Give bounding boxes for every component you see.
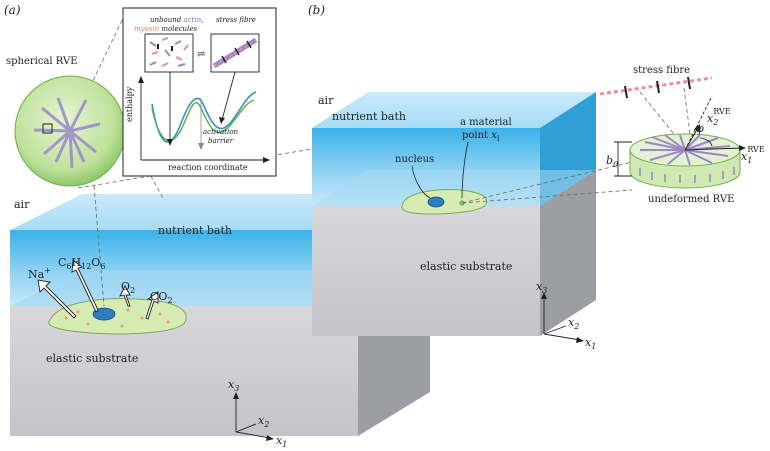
substrate-block-b bbox=[312, 170, 596, 336]
glucose-arrow bbox=[71, 259, 99, 313]
bath-floor-b bbox=[312, 170, 596, 206]
co2-label: CO2 bbox=[150, 290, 173, 305]
phi-label: φ bbox=[696, 122, 704, 135]
inset-frame bbox=[122, 7, 277, 177]
enthalpy-arrowhead bbox=[138, 76, 144, 83]
material-point-label-1: a material bbox=[460, 117, 512, 128]
ion-arrows-a bbox=[37, 259, 159, 320]
phi-arc bbox=[699, 137, 713, 147]
x3-arrowhead-a bbox=[233, 392, 239, 399]
spherical-rve-label: spherical RVE bbox=[6, 56, 78, 67]
nucleus-b bbox=[427, 196, 445, 208]
enthalpy-label: enthalpy bbox=[125, 86, 134, 122]
o2-label: O2 bbox=[121, 280, 135, 295]
x1-label-b: x1 bbox=[585, 336, 596, 351]
equilibrium-symbol: ⇌ bbox=[197, 49, 206, 60]
x3-label-a: x3 bbox=[228, 378, 239, 393]
x2-rve-axis bbox=[684, 127, 699, 151]
stress-fibre-b: stress fibre bbox=[599, 65, 713, 99]
x1-axis-a bbox=[235, 431, 271, 439]
stress-fibre-inset-label: stress fibre bbox=[216, 16, 256, 24]
nucleus-pointer bbox=[411, 165, 431, 199]
nucleus-label: nucleus bbox=[395, 154, 434, 165]
substrate-front-a bbox=[10, 306, 358, 436]
cell-molecules-a bbox=[64, 308, 170, 328]
material-point-pointer bbox=[461, 141, 469, 199]
air-label-b: air bbox=[318, 94, 334, 107]
nutrient-bath-label-b: nutrient bath bbox=[332, 110, 406, 123]
axes-b: x3 x2 x1 bbox=[536, 280, 596, 351]
cell-b bbox=[401, 189, 488, 215]
unbound-label-2: myosin molecules bbox=[134, 25, 197, 33]
energy-inset: unbound actin, myosin molecules stress f… bbox=[122, 7, 277, 177]
spherical-rve: spherical RVE bbox=[6, 56, 126, 187]
panel-b: (b) air nutrient bath elastic substrate … bbox=[308, 3, 765, 351]
na-label: Na+ bbox=[28, 266, 51, 281]
nucleus-a bbox=[92, 307, 116, 321]
x1-rve-label: x1RVE bbox=[741, 145, 765, 165]
panel-a-label: (a) bbox=[4, 3, 21, 17]
bath-block-b bbox=[312, 92, 596, 206]
elastic-substrate-label-b: elastic substrate bbox=[420, 260, 512, 273]
axes-a: x3 x2 x1 bbox=[228, 378, 287, 449]
x1-arrowhead-a bbox=[266, 435, 274, 441]
fibre-drawing bbox=[212, 37, 258, 69]
nutrient-bath-label-a: nutrient bath bbox=[158, 224, 232, 237]
fibre-direction-line bbox=[684, 95, 713, 151]
reaction-arrowhead bbox=[263, 157, 270, 163]
elastic-substrate-label-a: elastic substrate bbox=[46, 352, 138, 365]
unbound-label-1: unbound actin, bbox=[150, 16, 203, 24]
x2-axis-b bbox=[543, 325, 567, 335]
stress-fibre-label-b: stress fibre bbox=[633, 65, 690, 76]
unbound-molecules bbox=[149, 37, 189, 67]
na-arrow bbox=[37, 279, 77, 319]
substrate-front-b bbox=[312, 206, 540, 336]
x2-rve-label: x2RVE bbox=[707, 107, 731, 127]
energy-curve-1 bbox=[151, 91, 257, 143]
x2-label-b: x2 bbox=[568, 316, 579, 331]
glucose-label: C6H12O6 bbox=[58, 256, 105, 271]
state-2-line bbox=[221, 71, 236, 121]
activation-label-2: barrier bbox=[208, 137, 234, 145]
x2-label-a: x2 bbox=[258, 414, 269, 429]
undeformed-rve: φ x2RVE x1RVE b0 undeformed RVE bbox=[606, 95, 765, 205]
x1-axis-b bbox=[543, 333, 581, 341]
activation-label-1: activation bbox=[203, 128, 239, 136]
b0-label: b0 bbox=[606, 154, 618, 169]
o2-arrow bbox=[119, 285, 131, 307]
undeformed-rve-label: undeformed RVE bbox=[648, 194, 734, 205]
substrate-side-b bbox=[540, 170, 596, 336]
rve-disc-side-fibres bbox=[639, 167, 735, 183]
x1-label-a: x1 bbox=[276, 434, 287, 449]
x2-axis-a bbox=[235, 423, 257, 433]
rve-inset-box bbox=[42, 123, 53, 134]
material-point-label-2: point xi bbox=[462, 130, 500, 143]
rve-fibres bbox=[33, 97, 101, 169]
x1-rve-axis bbox=[684, 147, 743, 151]
air-label-a: air bbox=[14, 198, 30, 211]
co2-arrow bbox=[145, 291, 159, 320]
fibre-b-dashes bbox=[599, 76, 713, 96]
x3-label-b: x3 bbox=[536, 280, 547, 295]
bath-top-b bbox=[312, 92, 596, 128]
reaction-coordinate-label: reaction coordinate bbox=[168, 163, 248, 172]
panel-b-label: (b) bbox=[308, 3, 325, 17]
leader-lines-b bbox=[461, 87, 691, 204]
